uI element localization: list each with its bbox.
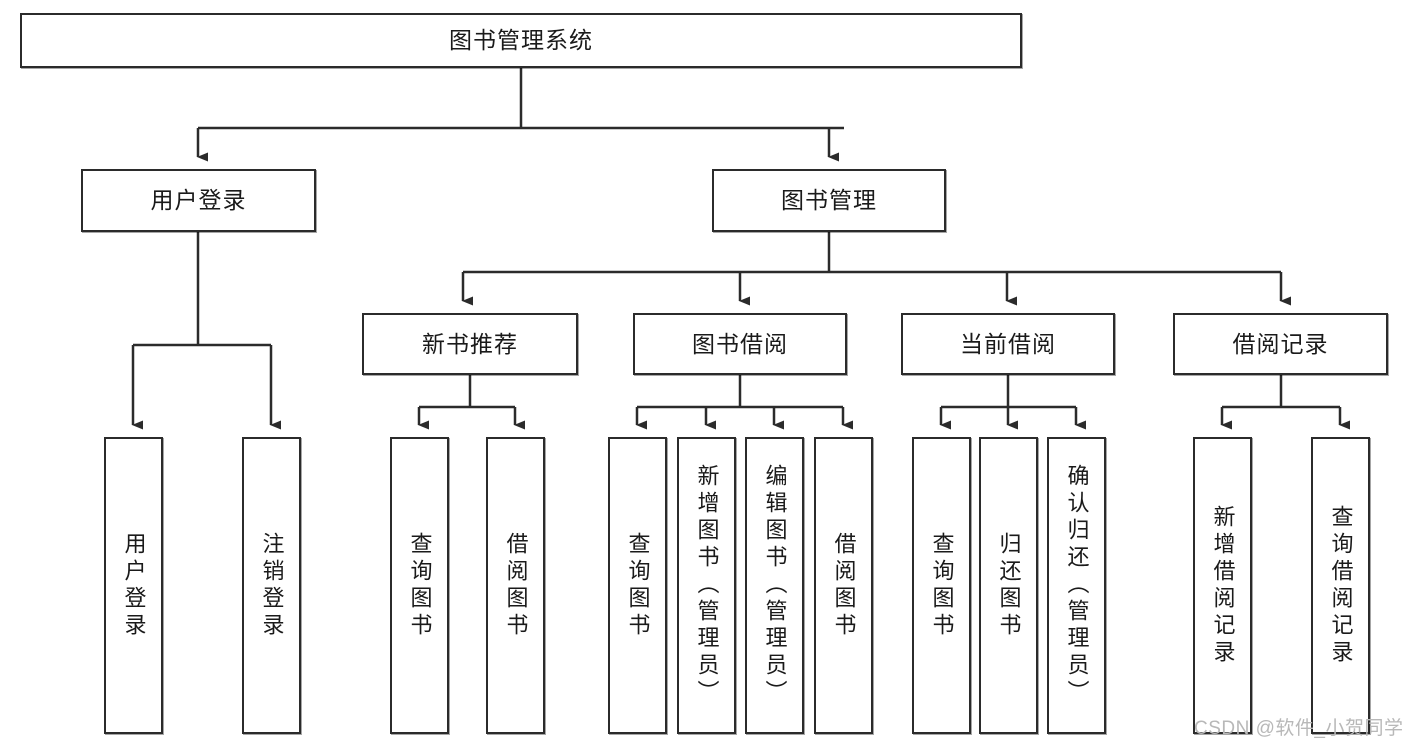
node-book-borrow[interactable]: 图书借阅 (633, 313, 847, 375)
node-leaf-confirm-return[interactable]: 确认归还（管理员） (1047, 437, 1106, 734)
node-leaf-add-record[interactable]: 新增借阅记录 (1193, 437, 1252, 734)
node-book-manage[interactable]: 图书管理 (712, 169, 946, 232)
node-leaf-borrow-book-1[interactable]: 借阅图书 (486, 437, 545, 734)
node-current-borrow-label: 当前借阅 (960, 330, 1056, 357)
node-current-borrow[interactable]: 当前借阅 (901, 313, 1115, 375)
node-leaf-add-book[interactable]: 新增图书（管理员） (677, 437, 736, 734)
node-root-system-label: 图书管理系统 (449, 27, 593, 54)
node-borrow-record-label: 借阅记录 (1232, 330, 1329, 357)
node-leaf-user-login-label: 用户登录 (121, 531, 147, 640)
node-leaf-confirm-return-label: 确认归还（管理员） (1064, 464, 1090, 707)
node-leaf-query-book-3-label: 查询图书 (929, 531, 955, 640)
node-leaf-edit-book[interactable]: 编辑图书（管理员） (745, 437, 804, 734)
node-leaf-user-logout[interactable]: 注销登录 (242, 437, 301, 734)
node-leaf-query-book-1-label: 查询图书 (407, 531, 433, 640)
node-leaf-add-book-label: 新增图书（管理员） (694, 464, 720, 707)
node-leaf-query-book-1[interactable]: 查询图书 (390, 437, 449, 734)
node-book-borrow-label: 图书借阅 (692, 330, 788, 357)
node-leaf-user-logout-label: 注销登录 (259, 531, 285, 640)
node-leaf-borrow-book-1-label: 借阅图书 (503, 531, 529, 640)
node-leaf-return-book-label: 归还图书 (996, 531, 1022, 640)
node-root-system[interactable]: 图书管理系统 (20, 13, 1022, 68)
node-leaf-query-record[interactable]: 查询借阅记录 (1311, 437, 1370, 734)
node-borrow-record[interactable]: 借阅记录 (1173, 313, 1388, 375)
node-leaf-edit-book-label: 编辑图书（管理员） (762, 464, 788, 707)
node-leaf-add-record-label: 新增借阅记录 (1210, 504, 1236, 667)
node-user-login[interactable]: 用户登录 (81, 169, 316, 232)
node-user-login-label: 用户登录 (150, 187, 247, 214)
node-book-manage-label: 图书管理 (781, 187, 877, 214)
node-leaf-return-book[interactable]: 归还图书 (979, 437, 1038, 734)
node-leaf-borrow-book-2-label: 借阅图书 (831, 531, 857, 640)
node-leaf-query-book-2-label: 查询图书 (625, 531, 651, 640)
node-new-book-recommend[interactable]: 新书推荐 (362, 313, 578, 375)
node-leaf-query-book-3[interactable]: 查询图书 (912, 437, 971, 734)
csdn-watermark: CSDN @软件_小贺同学 (1194, 718, 1404, 739)
node-leaf-borrow-book-2[interactable]: 借阅图书 (814, 437, 873, 734)
node-new-book-recommend-label: 新书推荐 (422, 330, 518, 357)
node-leaf-query-record-label: 查询借阅记录 (1328, 504, 1354, 667)
node-leaf-query-book-2[interactable]: 查询图书 (608, 437, 667, 734)
node-leaf-user-login[interactable]: 用户登录 (104, 437, 163, 734)
